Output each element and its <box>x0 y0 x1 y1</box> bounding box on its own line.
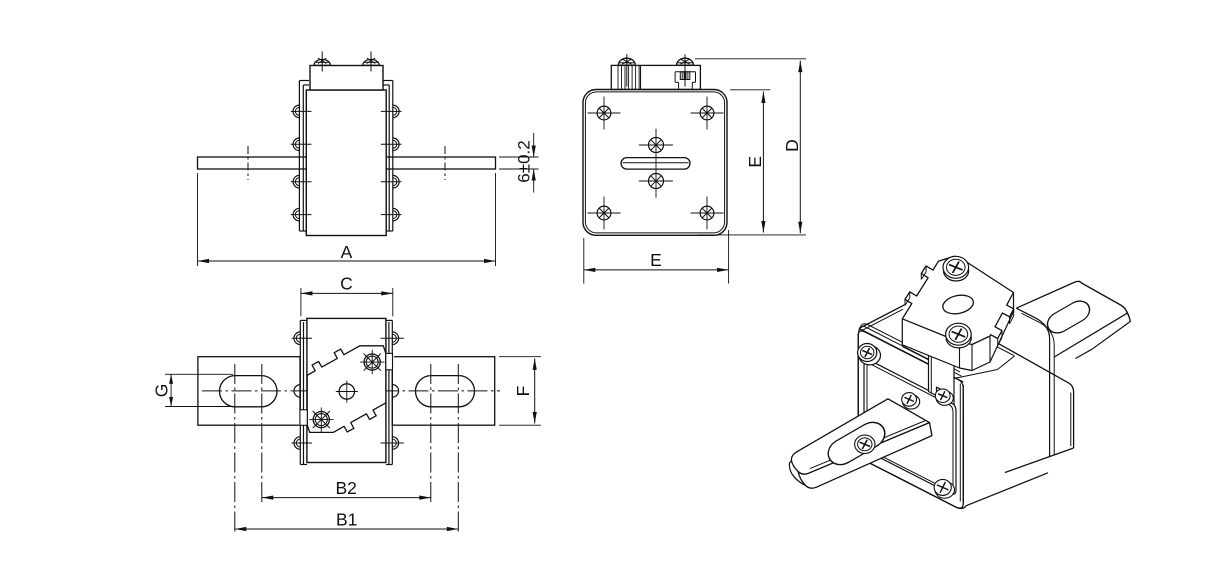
svg-text:B2: B2 <box>335 478 356 498</box>
svg-text:D: D <box>782 139 802 152</box>
svg-text:B1: B1 <box>336 510 357 530</box>
svg-text:C: C <box>340 274 353 294</box>
svg-text:6±0.2: 6±0.2 <box>515 140 534 182</box>
svg-text:F: F <box>513 386 533 397</box>
svg-text:E: E <box>745 156 765 168</box>
svg-text:G: G <box>152 384 172 398</box>
svg-text:A: A <box>341 242 353 262</box>
svg-text:E: E <box>650 250 662 270</box>
